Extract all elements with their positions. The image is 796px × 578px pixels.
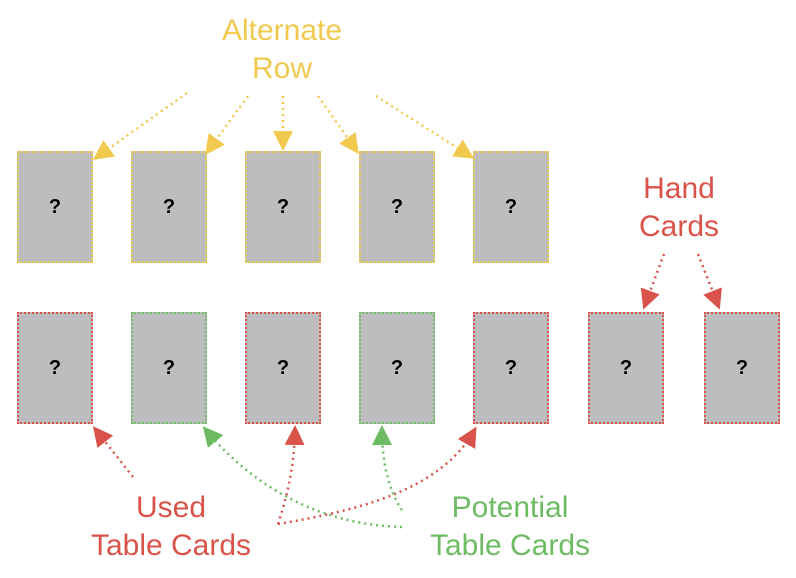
card-face: ?: [504, 356, 518, 379]
hand-card-1[interactable]: ?: [588, 312, 664, 424]
table-card-2[interactable]: ?: [131, 312, 207, 424]
hand-cards-label: Hand Cards: [616, 170, 742, 246]
alternate-card-4[interactable]: ?: [359, 151, 435, 263]
hand-arrow-1: [640, 253, 666, 310]
card-face: ?: [276, 195, 290, 218]
table-card-1[interactable]: ?: [17, 312, 93, 424]
card-face: ?: [390, 195, 404, 218]
card-face: ?: [619, 356, 633, 379]
card-face: ?: [162, 356, 176, 379]
potential-arrow-2: [372, 425, 404, 511]
card-face: ?: [48, 356, 62, 379]
used-arrow-3: [277, 426, 477, 526]
potential-table-cards-label-line1: Potential: [451, 491, 569, 524]
table-card-5[interactable]: ?: [473, 312, 549, 424]
card-face: ?: [48, 195, 62, 218]
alternate-arrow-1: [92, 91, 188, 160]
used-table-cards-label-line1: Used: [135, 491, 207, 524]
alternate-arrow-4: [316, 95, 359, 155]
card-face: ?: [390, 356, 404, 379]
potential-arrow-1: [202, 426, 403, 529]
card-face: ?: [735, 356, 749, 379]
alternate-arrow-5: [375, 94, 475, 159]
used-table-cards-label-line2: Table Cards: [90, 529, 252, 562]
used-arrow-1: [92, 426, 134, 478]
alternate-card-1[interactable]: ?: [17, 151, 93, 263]
hand-cards-label-line2: Cards: [638, 210, 720, 243]
used-arrow-2: [276, 425, 305, 525]
hand-cards-label-line1: Hand: [643, 172, 715, 205]
card-face: ?: [162, 195, 176, 218]
alternate-card-3[interactable]: ?: [245, 151, 321, 263]
hand-arrow-2: [696, 253, 722, 310]
alternate-row-label-line2: Row: [251, 52, 312, 85]
table-card-3[interactable]: ?: [245, 312, 321, 424]
alternate-row-label: Alternate Row: [196, 12, 368, 88]
alternate-card-2[interactable]: ?: [131, 151, 207, 263]
alternate-row-label-line1: Alternate: [221, 14, 343, 47]
alternate-arrow-2: [205, 95, 250, 156]
hand-card-2[interactable]: ?: [704, 312, 780, 424]
table-card-4[interactable]: ?: [359, 312, 435, 424]
alternate-card-5[interactable]: ?: [473, 151, 549, 263]
card-face: ?: [276, 356, 290, 379]
potential-table-cards-label: Potential Table Cards: [400, 489, 620, 565]
potential-table-cards-label-line2: Table Cards: [429, 529, 591, 562]
card-face: ?: [504, 195, 518, 218]
used-table-cards-label: Used Table Cards: [66, 489, 276, 565]
